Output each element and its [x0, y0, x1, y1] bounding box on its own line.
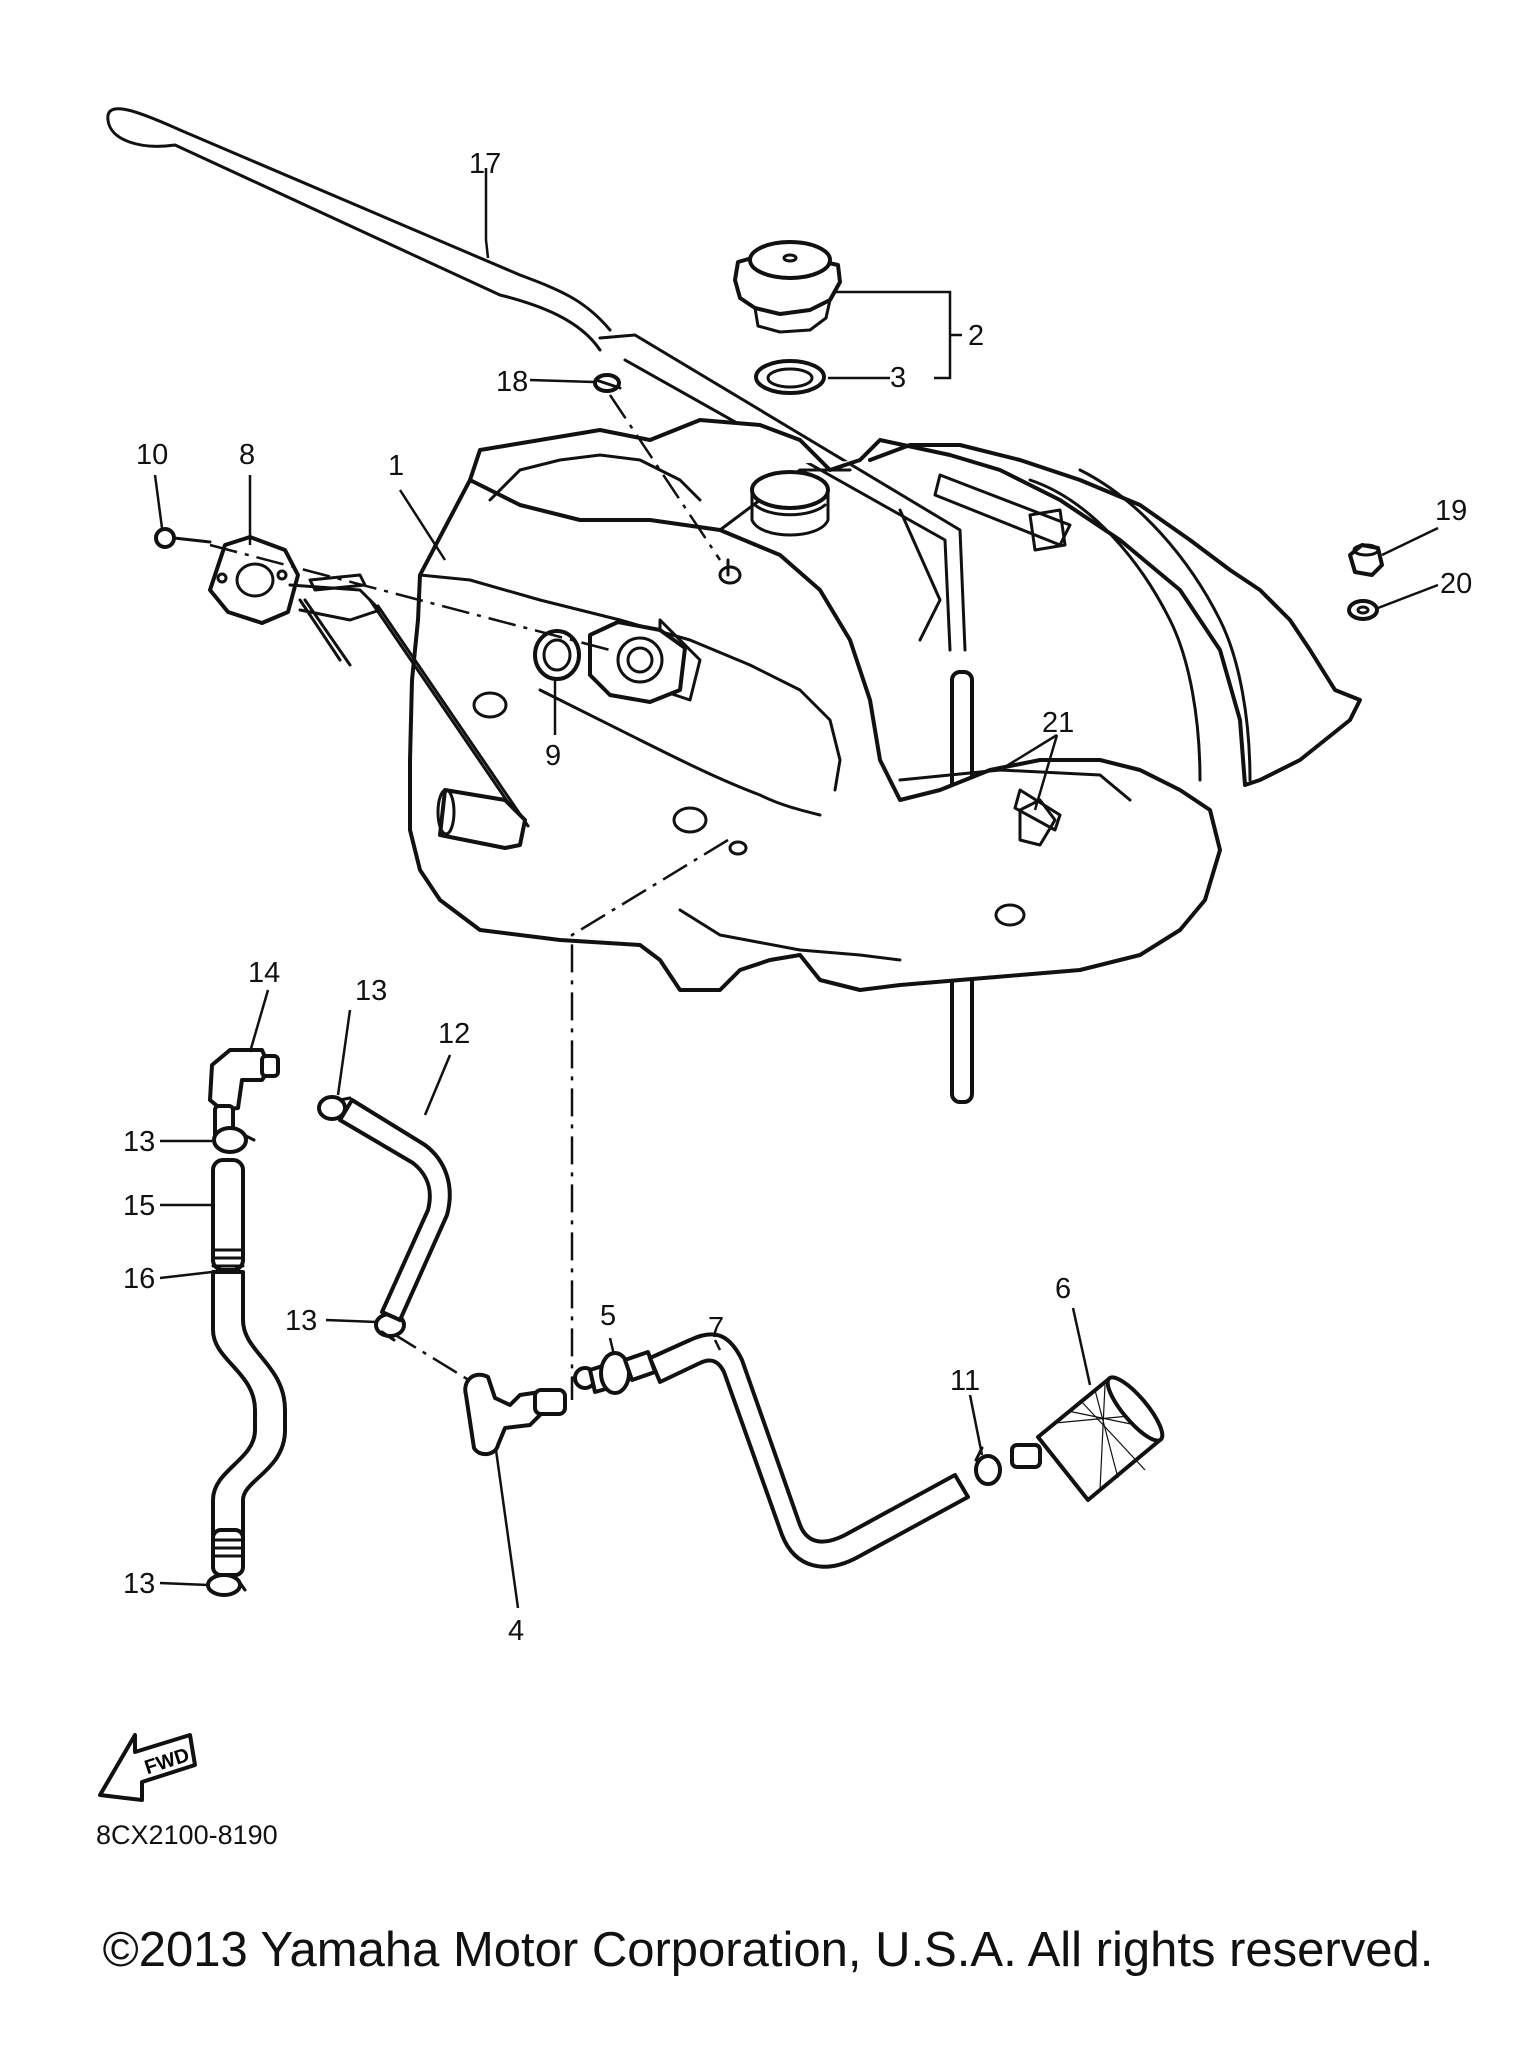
- leader-6: [1071, 1307, 1092, 1386]
- callout-13-top: 13: [355, 975, 387, 1007]
- callout-17: 17: [469, 148, 501, 180]
- callout-10: 10: [136, 439, 168, 471]
- callout-20: 20: [1440, 568, 1472, 600]
- leader-4: [494, 1449, 520, 1609]
- leader-20: [1377, 583, 1439, 610]
- tank-tube-21: [1013, 788, 1062, 832]
- callout-16: 16: [123, 1263, 155, 1295]
- assembly-line: [608, 394, 722, 561]
- copyright-notice: ©2013 Yamaha Motor Corporation, U.S.A. A…: [102, 1923, 1434, 1977]
- assembly-line: [209, 543, 611, 652]
- elbow-fitting: [208, 1048, 280, 1144]
- fuel-tank: [408, 418, 1362, 992]
- fwd-arrow-icon: FWD: [98, 1733, 197, 1802]
- fuel-hose-7: [648, 1332, 970, 1569]
- nut-19: [1348, 543, 1384, 577]
- leader-14: [248, 989, 270, 1053]
- sender-mount: [588, 620, 687, 704]
- callout-13-left: 13: [123, 1126, 155, 1158]
- callout-19: 19: [1435, 495, 1467, 527]
- callout-14: 14: [248, 957, 280, 989]
- callout-7: 7: [708, 1312, 724, 1344]
- callout-1: 1: [388, 450, 404, 482]
- fuel-cock-elbow: [463, 1372, 567, 1457]
- callout-5: 5: [600, 1300, 616, 1332]
- hose-clamp-13: [317, 1095, 352, 1121]
- callout-21: 21: [1042, 707, 1074, 739]
- assembly-line: [570, 838, 729, 1400]
- callout-11: 11: [950, 1365, 980, 1397]
- hose-clip-11: [974, 1446, 1002, 1486]
- leader-7: [713, 1339, 722, 1351]
- leader-17: [484, 168, 490, 259]
- hose-clamp-13: [212, 1126, 256, 1154]
- cap-gasket: [754, 359, 826, 395]
- leader-19: [1381, 526, 1439, 557]
- callout-2: 2: [968, 320, 984, 352]
- assembly-line: [391, 1331, 486, 1392]
- leader-12: [423, 1054, 452, 1116]
- callout-8: 8: [239, 439, 255, 471]
- callout-18: 18: [496, 366, 528, 398]
- callout-15: 15: [123, 1190, 155, 1222]
- breather-clip: [593, 373, 622, 393]
- callout-6: 6: [1055, 1273, 1071, 1305]
- fuel-sender: [208, 535, 530, 850]
- callout-4: 4: [508, 1615, 524, 1647]
- leader-11: [968, 1394, 984, 1456]
- leader-16: [159, 1270, 213, 1280]
- callout-13-mid: 13: [285, 1305, 317, 1337]
- washer-20: [1347, 599, 1379, 621]
- fitting-5: [573, 1350, 657, 1395]
- fuel-hose-12: [338, 1098, 452, 1322]
- leader-5: [608, 1337, 616, 1356]
- callout-9: 9: [545, 740, 561, 772]
- filler-neck: [750, 470, 830, 537]
- sender-screw-10: [154, 527, 212, 549]
- leader-13c: [325, 1318, 378, 1324]
- callout-13-bottom: 13: [123, 1568, 155, 1600]
- callout-12: 12: [438, 1018, 470, 1050]
- leader-21b: [999, 733, 1058, 772]
- leader-1: [398, 489, 447, 561]
- leader-18: [529, 378, 595, 384]
- hose-16: [211, 1270, 287, 1577]
- pipe-15: [211, 1158, 245, 1272]
- leader-10: [153, 474, 164, 529]
- leader-13d: [159, 1581, 209, 1587]
- sender-gasket: [533, 629, 581, 681]
- fuel-filter: [1010, 1375, 1165, 1502]
- leader-21: [1033, 734, 1059, 811]
- diagram-code: 8CX2100-8190: [96, 1820, 278, 1850]
- leader-13a: [336, 1009, 352, 1096]
- callout-3: 3: [890, 362, 906, 394]
- hose-clamp-13: [206, 1573, 247, 1597]
- fuel-cap: [733, 240, 842, 334]
